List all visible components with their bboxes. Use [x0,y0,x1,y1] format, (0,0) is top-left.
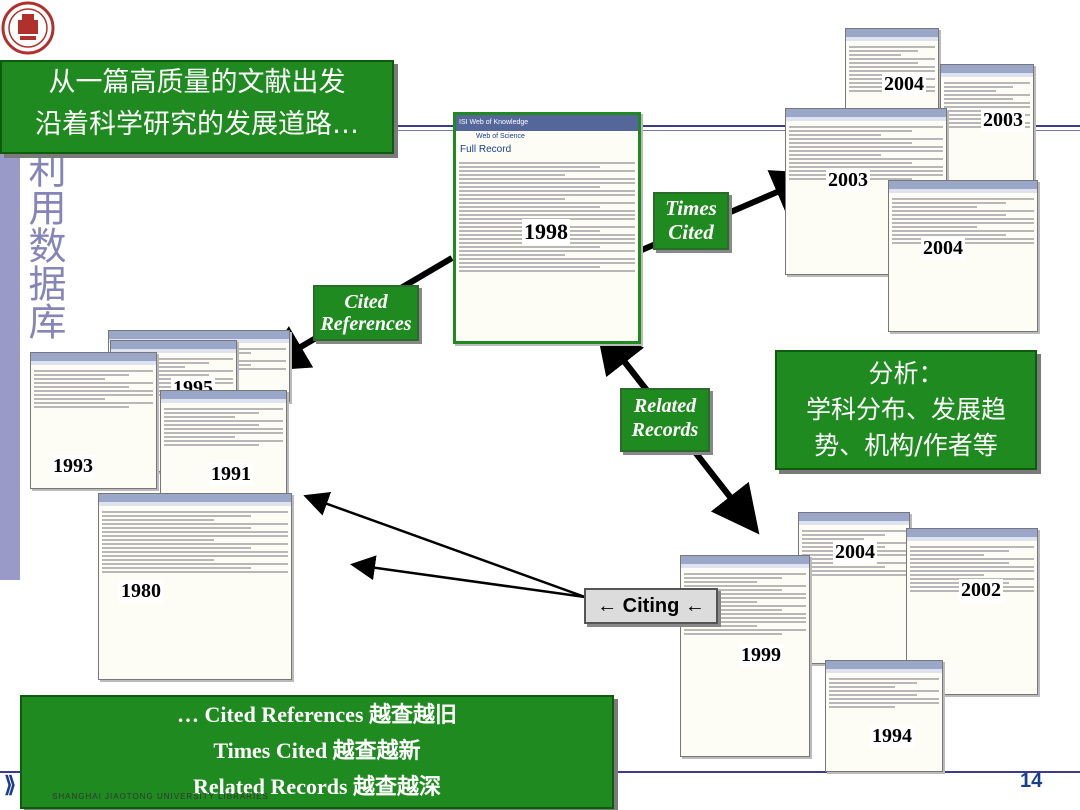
doc-thumb-1980[interactable]: 1980 [98,493,292,680]
year-label: 2004 [921,237,965,260]
summary-box: … Cited References 越查越旧 Times Cited 越查越新… [20,695,614,809]
year-label: 2003 [981,109,1025,132]
doc-thumb-2004-c[interactable]: 2004 [798,512,910,664]
citing-arrow-2 [303,492,586,599]
doc-thumb-1994[interactable]: 1994 [825,660,943,772]
doc-thumb-1993[interactable]: 1993 [30,352,157,489]
side-strip [0,150,20,580]
library-logo-icon: ⟫ [4,772,17,797]
cited-references-label: Cited References [313,285,419,341]
summary-line-3: Related Records 越查越深 [192,774,442,799]
main-doc-product: Web of Science [476,133,525,140]
citing-label: ← Citing ← [584,588,718,624]
summary-line-2: Times Cited 越查越新 [213,738,421,763]
analysis-line-3: 势、机构/作者等 [814,431,998,460]
intro-line-2: 沿着科学研究的发展道路… [35,109,359,140]
year-label: 2004 [882,73,926,96]
year-label: 2004 [833,541,877,564]
times-cited-label: Times Cited [653,192,729,250]
year-label: 2003 [826,169,870,192]
year-label: 1994 [870,725,914,748]
university-logo-icon [1,1,55,55]
footer-library-name: SHANGHAI JIAOTONG UNIVERSITY LIBRARIES [52,792,269,801]
analysis-title: 分析： [868,359,944,388]
main-record-document[interactable]: ISI Web of Knowledge Web of Science Full… [453,112,641,344]
main-doc-year: 1998 [522,219,570,245]
summary-line-1: … Cited References 越查越旧 [176,702,458,727]
related-records-label: Related Records [620,388,710,452]
citing-arrow-1 [350,555,586,599]
year-label: 1991 [209,463,253,486]
doc-thumb-2004-b[interactable]: 2004 [888,180,1038,332]
year-label: 1993 [51,455,95,478]
intro-line-1: 从一篇高质量的文献出发 [48,67,346,98]
main-doc-heading: Full Record [460,144,512,155]
sidebar-vertical-text: 利用数据库工具 [26,150,66,340]
year-label: 2002 [959,579,1003,602]
main-doc-app-title: ISI Web of Knowledge [456,115,638,131]
analysis-box: 分析： 学科分布、发展趋 势、机构/作者等 [775,350,1037,470]
doc-thumb-1999[interactable]: 1999 [680,555,810,757]
page-number: 14 [1020,770,1043,792]
year-label: 1980 [119,580,163,603]
year-label: 1999 [739,644,783,667]
analysis-line-2: 学科分布、发展趋 [805,395,1006,424]
intro-box: 从一篇高质量的文献出发 沿着科学研究的发展道路… [0,60,394,154]
